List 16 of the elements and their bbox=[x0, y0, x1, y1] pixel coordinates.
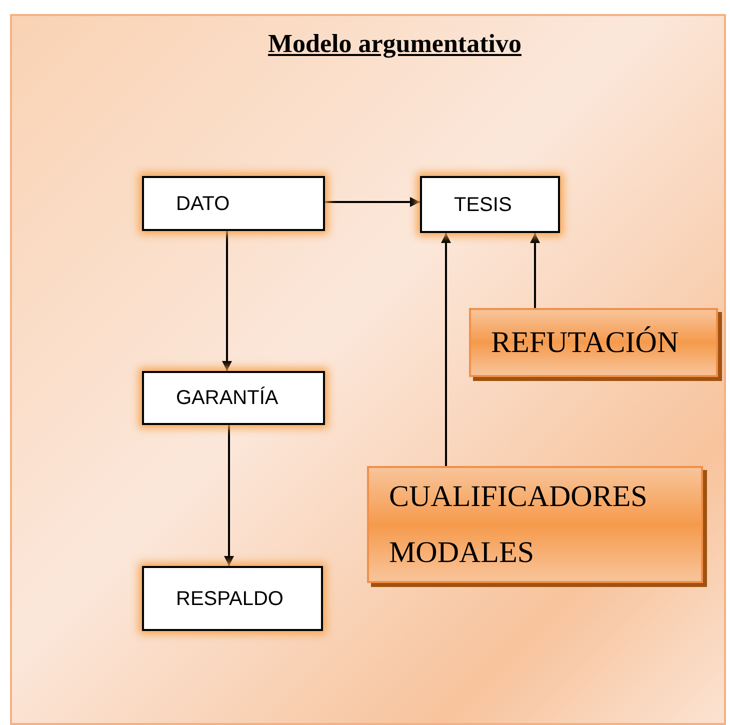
box-label: REFUTACIÓN bbox=[491, 324, 679, 360]
box-label: RESPALDO bbox=[176, 586, 284, 612]
arrow bbox=[441, 233, 451, 466]
arrow bbox=[530, 233, 540, 308]
box-label: DATO bbox=[176, 192, 230, 216]
concept-box bbox=[420, 176, 560, 233]
concept-box bbox=[142, 371, 325, 425]
title: Modelo argumentativo bbox=[268, 28, 522, 60]
arrow bbox=[222, 231, 232, 371]
arrow bbox=[224, 425, 234, 566]
concept-box bbox=[142, 566, 323, 631]
box-label: GARANTÍA bbox=[176, 386, 278, 411]
box-label: TESIS bbox=[454, 192, 512, 218]
box-label: CUALIFICADORES MODALES bbox=[389, 478, 648, 570]
arrow bbox=[325, 197, 420, 207]
concept-box bbox=[142, 176, 325, 231]
